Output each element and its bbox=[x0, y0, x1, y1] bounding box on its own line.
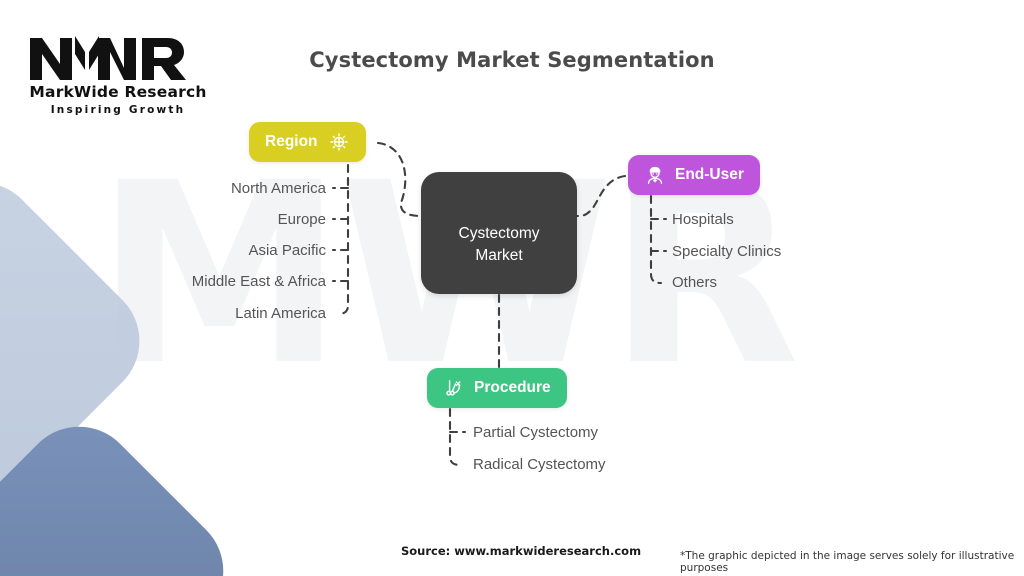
center-node: Cystectomy Market bbox=[421, 172, 577, 294]
enduser-spine bbox=[649, 194, 663, 285]
leaf-end-user-2: Others bbox=[672, 274, 718, 291]
branch-badge-region[interactable]: Region bbox=[249, 122, 366, 162]
mwr-logo-mark bbox=[30, 36, 186, 80]
connector-enduser-to-center bbox=[575, 174, 627, 218]
brand-name: MarkWide Research bbox=[29, 83, 207, 101]
branch-badge-procedure[interactable]: Procedure bbox=[427, 368, 567, 408]
nurse-icon bbox=[644, 164, 666, 186]
leaf-region-4: Latin America bbox=[235, 305, 326, 322]
leaf-region-2: Asia Pacific bbox=[248, 242, 326, 259]
branch-label-end-user: End-User bbox=[675, 166, 744, 184]
center-node-line1: Cystectomy bbox=[458, 225, 540, 242]
branch-badge-end-user[interactable]: End-User bbox=[628, 155, 760, 195]
leaf-procedure-1: Radical Cystectomy bbox=[473, 456, 606, 473]
center-node-label: Cystectomy Market bbox=[459, 223, 540, 267]
disclaimer-text: *The graphic depicted in the image serve… bbox=[680, 550, 1015, 574]
globe-icon bbox=[328, 131, 350, 153]
region-spine bbox=[336, 150, 350, 316]
leaf-end-user-0: Hospitals bbox=[672, 211, 734, 228]
page-title: Cystectomy Market Segmentation bbox=[309, 48, 715, 72]
scalpel-scissors-icon bbox=[443, 377, 465, 399]
procedure-spine bbox=[448, 407, 462, 467]
leaf-region-0: North America bbox=[230, 180, 326, 197]
leaf-region-3: Middle East & Africa bbox=[191, 273, 326, 290]
brand-tagline: Inspiring Growth bbox=[50, 104, 186, 116]
connector-region-to-center bbox=[376, 141, 423, 218]
branch-label-region: Region bbox=[265, 133, 318, 151]
leaf-region-1: Europe bbox=[277, 211, 326, 228]
brand-logo: MarkWide Research Inspiring Growth bbox=[28, 30, 208, 116]
source-text: Source: www.markwideresearch.com bbox=[401, 544, 642, 558]
branch-label-procedure: Procedure bbox=[474, 379, 551, 397]
center-node-line2: Market bbox=[475, 247, 523, 264]
leaf-end-user-1: Specialty Clinics bbox=[672, 243, 782, 260]
leaf-procedure-0: Partial Cystectomy bbox=[473, 424, 599, 441]
